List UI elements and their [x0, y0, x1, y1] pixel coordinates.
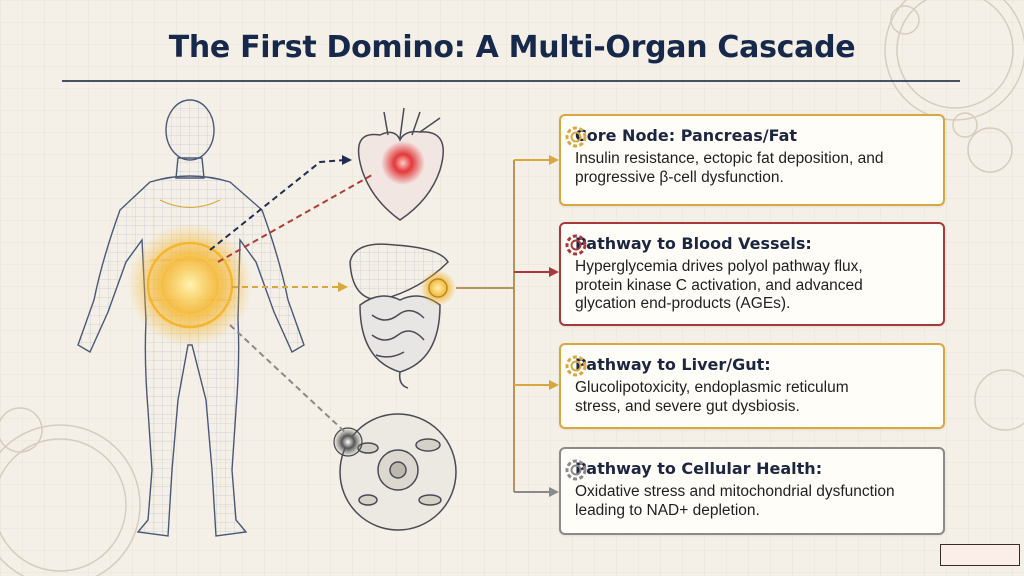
page-title: The First Domino: A Multi-Organ Cascade — [168, 30, 856, 65]
gear-icon — [565, 234, 587, 256]
pathway-card-text: Insulin resistance, ectopic fat depositi… — [575, 150, 884, 186]
pathway-card-text: Glucolipotoxicity, endoplasmic reticulum… — [575, 379, 849, 415]
gear-icon — [565, 126, 587, 148]
body-to-organ-connectors — [209, 159, 373, 433]
liver-gut-illustration — [349, 243, 456, 389]
gear-icon — [565, 355, 587, 377]
pathway-card-core-node: Core Node: Pancreas/Fat Insulin resistan… — [559, 114, 945, 206]
cell-illustration — [333, 413, 457, 531]
title-divider — [62, 80, 960, 82]
pathway-card-liver-gut: Pathway to Liver/Gut: Glucolipotoxicity,… — [559, 343, 945, 429]
pathway-card-title: Core Node: Pancreas/Fat — [575, 126, 798, 145]
pathway-card-blood-vessels: Pathway to Blood Vessels: Hyperglycemia … — [559, 222, 945, 326]
clock-icon-bottom-left — [0, 424, 141, 576]
connector-arrowheads — [338, 155, 352, 292]
pathway-card-text: Oxidative stress and mitochondrial dysfu… — [575, 483, 895, 519]
pathway-card-cellular-health: Pathway to Cellular Health: Oxidative st… — [559, 447, 945, 535]
tree-connector — [456, 159, 553, 493]
pathway-card-title: Pathway to Blood Vessels: — [575, 234, 812, 253]
gear-icon — [565, 459, 587, 481]
pathway-card-title: Pathway to Cellular Health: — [575, 459, 823, 478]
heart-illustration — [357, 107, 444, 221]
pancreas-glow-node — [128, 223, 252, 347]
tree-arrowheads — [549, 155, 559, 497]
corner-label-box — [940, 544, 1020, 566]
clock-icon-top-right — [884, 0, 1024, 121]
pathway-card-title: Pathway to Liver/Gut: — [575, 355, 771, 374]
pathway-card-text: Hyperglycemia drives polyol pathway flux… — [575, 258, 863, 312]
